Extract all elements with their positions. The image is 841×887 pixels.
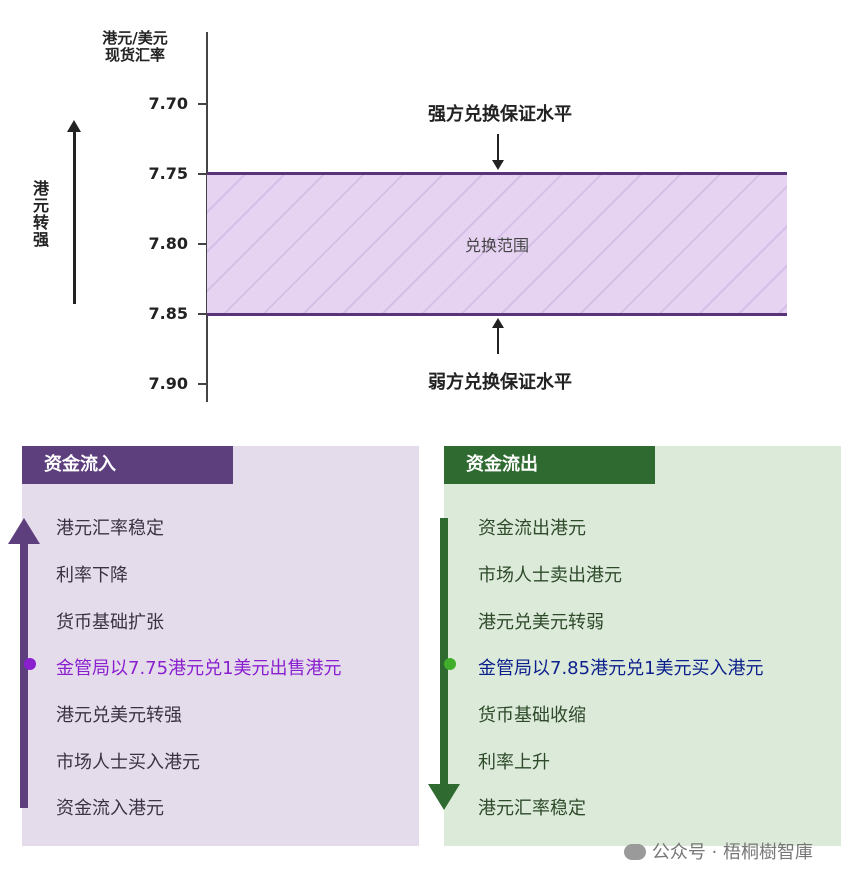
weak-level-label: 弱方兑换保证水平 <box>428 372 572 393</box>
tick-label: 7.80 <box>148 234 188 253</box>
inflow-panel: 资金流入 港元汇率稳定 利率下降 货币基础扩张 金管局以7.75港元兑1美元出售… <box>8 446 419 846</box>
inflow-item-highlight: 金管局以7.75港元兑1美元出售港元 <box>56 658 342 679</box>
up-arrow-shaft <box>73 128 76 304</box>
outflow-item-highlight: 金管局以7.85港元兑1美元买入港元 <box>478 658 764 679</box>
wechat-icon <box>623 844 646 860</box>
tick-label: 7.85 <box>148 304 188 323</box>
band-label: 兑换范围 <box>464 236 529 255</box>
outflow-item: 资金流出港元 <box>478 518 586 539</box>
y-axis-title: 港元/美元 现货汇率 <box>80 30 190 64</box>
inflow-item: 资金流入港元 <box>56 798 164 819</box>
down-arrow-shaft <box>497 134 499 160</box>
tick-mark <box>198 243 207 245</box>
up-arrow-shaft <box>497 328 499 354</box>
inflow-item: 市场人士买入港元 <box>56 752 200 773</box>
outflow-item: 利率上升 <box>478 752 550 773</box>
strong-level-line <box>207 172 787 175</box>
outflow-item: 市场人士卖出港元 <box>478 565 622 586</box>
outflow-header: 资金流出 <box>444 446 655 484</box>
inflow-item: 港元兑美元转强 <box>56 705 182 726</box>
inflow-item: 港元汇率稳定 <box>56 518 164 539</box>
tick-label: 7.70 <box>148 94 188 113</box>
outflow-highlight-dot <box>444 658 456 670</box>
tick-mark <box>198 173 207 175</box>
convertibility-band <box>207 174 787 314</box>
tick-mark <box>198 103 207 105</box>
up-arrow-icon <box>492 318 504 328</box>
inflow-highlight-dot <box>24 658 36 670</box>
tick-label: 7.75 <box>148 164 188 183</box>
strengthen-label: 港元转强 <box>32 179 49 249</box>
tick-mark <box>198 383 207 385</box>
outflow-item: 货币基础收缩 <box>478 705 586 726</box>
inflow-item: 货币基础扩张 <box>56 612 164 633</box>
down-arrow-icon <box>492 160 504 170</box>
y-axis-title-line1: 港元/美元 <box>102 29 168 47</box>
tick-label: 7.90 <box>148 374 188 393</box>
outflow-item: 港元汇率稳定 <box>478 798 586 819</box>
outflow-item: 港元兑美元转弱 <box>478 612 604 633</box>
watermark: 公众号 · 梧桐樹智庫 <box>623 838 813 864</box>
y-axis-title-line2: 现货汇率 <box>104 46 165 64</box>
tick-mark <box>198 313 207 315</box>
inflow-header: 资金流入 <box>22 446 233 484</box>
weak-level-line <box>207 313 787 316</box>
strong-level-label: 强方兑换保证水平 <box>428 104 572 125</box>
inflow-item: 利率下降 <box>56 565 128 586</box>
up-arrow-icon <box>67 120 81 132</box>
watermark-text: 公众号 · 梧桐樹智庫 <box>651 842 813 863</box>
outflow-panel: 资金流出 资金流出港元 市场人士卖出港元 港元兑美元转弱 金管局以7.85港元兑… <box>428 446 841 846</box>
